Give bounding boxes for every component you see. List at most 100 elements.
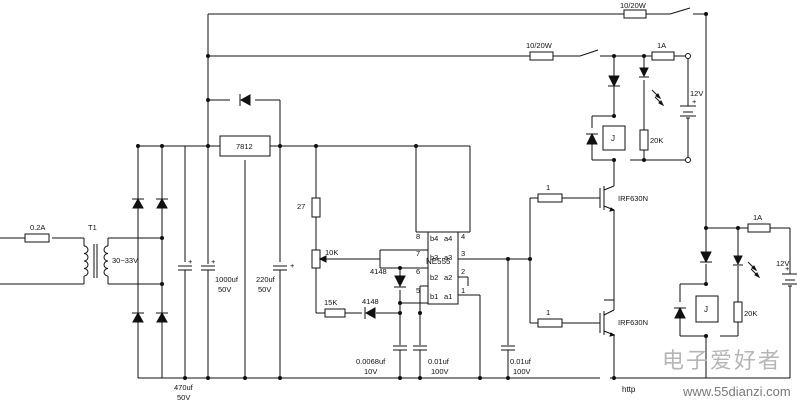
capacitor-0068uf-label: 0.0068uf — [356, 357, 386, 366]
svg-text:b4: b4 — [430, 234, 438, 243]
svg-text:6: 6 — [416, 267, 420, 276]
bridge-diode-1-icon — [132, 197, 144, 209]
input-fuse-label: 0.2A — [30, 223, 45, 232]
diode-4148-b-icon — [364, 307, 376, 319]
watermark: 电子爱好者 www.55dianzi.com http — [622, 349, 791, 399]
svg-text:a3: a3 — [444, 253, 452, 262]
battery-top-icon: + — [680, 97, 697, 119]
wires — [0, 13, 791, 379]
capacitor-001uf-b-icon — [501, 345, 515, 354]
gate-resistor-low — [537, 318, 563, 328]
led-top-icon — [639, 67, 665, 107]
relay-top-label: J — [611, 134, 615, 143]
gate-resistor-low-label: 1 — [546, 308, 550, 317]
capacitor-001uf-a-icon — [413, 345, 427, 354]
fuse-1a-top — [651, 51, 675, 61]
svg-text:2: 2 — [461, 267, 465, 276]
fuse-1a-low-label: 1A — [753, 213, 762, 222]
gate-resistor-top — [537, 193, 563, 203]
resistor-10-20w-mid-label: 10/20W — [526, 41, 553, 50]
capacitor-0068uf-voltage: 10V — [364, 367, 377, 376]
battery-low-label: 12V — [776, 259, 789, 268]
ne555-chip: NE555 b4 a4 b3 a3 b2 a2 b1 a1 8 7 6 5 4 … — [416, 231, 470, 305]
capacitor-0068uf-icon — [393, 345, 407, 354]
gate-resistor-top-label: 1 — [546, 183, 550, 192]
watermark-cn: 电子爱好者 — [662, 349, 782, 374]
mosfet-low-label: IRF630N — [618, 318, 648, 327]
capacitor-1000uf-label: 1000uf — [215, 275, 239, 284]
battery-top-label: 12V — [690, 89, 703, 98]
svg-text:+: + — [785, 264, 790, 273]
mosfet-low-icon — [590, 300, 616, 337]
fuse-1a-top-label: 1A — [657, 41, 666, 50]
svg-text:b1: b1 — [430, 292, 438, 301]
svg-text:8: 8 — [416, 232, 420, 241]
capacitor-001uf-b-label: 0.01uf — [510, 357, 532, 366]
transformer-label: T1 — [88, 223, 97, 232]
svg-text:+: + — [211, 257, 216, 266]
capacitor-001uf-a-label: 0.01uf — [428, 357, 450, 366]
resistor-10-20w-mid — [529, 51, 554, 61]
relay-coil-low — [695, 295, 719, 323]
capacitor-470uf-label: 470uf — [174, 383, 194, 392]
transformer-icon — [83, 244, 109, 278]
capacitor-220uf-label: 220uf — [256, 275, 276, 284]
svg-text:b2: b2 — [430, 273, 438, 282]
capacitor-1000uf-voltage: 50V — [218, 285, 231, 294]
relay-coil-top — [602, 125, 626, 151]
resistor-15k — [324, 308, 346, 318]
capacitor-220uf-icon: + — [272, 261, 295, 271]
capacitor-220uf-voltage: 50V — [258, 285, 271, 294]
freewheel-diode-top-icon — [586, 132, 598, 145]
svg-text:3: 3 — [461, 249, 465, 258]
diode-4148-a-icon — [394, 275, 406, 288]
resistor-15k-label: 15K — [324, 298, 337, 307]
resistor-20k-low-label: 20K — [744, 309, 757, 318]
watermark-logo: http — [622, 385, 636, 394]
watermark-url: www.55dianzi.com — [682, 384, 791, 399]
mosfet-top-icon — [590, 185, 616, 212]
freewheel-diode-low-icon — [674, 306, 686, 319]
series-diode-low-icon — [700, 248, 712, 264]
fuse-1a-low — [747, 223, 771, 233]
capacitor-470uf-voltage: 50V — [177, 393, 190, 402]
svg-text:a2: a2 — [444, 273, 452, 282]
bridge-diode-3-icon — [132, 311, 144, 323]
svg-text:a1: a1 — [444, 292, 452, 301]
relay-switch-mid — [579, 49, 599, 57]
svg-text:7: 7 — [416, 249, 420, 258]
regulator-label: 7812 — [236, 142, 253, 151]
svg-text:5: 5 — [416, 286, 420, 295]
potentiometer-label: 10K — [325, 248, 338, 257]
resistor-20k-top — [639, 129, 649, 151]
resistor-27-label: 27 — [297, 202, 305, 211]
potentiometer-10k — [311, 249, 321, 269]
mosfet-top-label: IRF630N — [618, 194, 648, 203]
input-fuse — [24, 233, 50, 243]
bridge-diode-2-icon — [156, 197, 168, 209]
secondary-voltage-label: 30~33V — [112, 256, 138, 265]
svg-text:1: 1 — [461, 286, 465, 295]
svg-text:+: + — [290, 261, 295, 270]
capacitor-001uf-a-voltage: 100V — [431, 367, 449, 376]
ne555-label: NE555 — [426, 257, 451, 266]
resistor-10-20w-top — [623, 9, 647, 19]
capacitor-001uf-b-voltage: 100V — [513, 367, 531, 376]
resistor-20k-low — [733, 301, 743, 323]
regulator-7812 — [219, 135, 271, 157]
svg-text:4: 4 — [461, 232, 465, 241]
diode-4148-a-label: 4148 — [370, 267, 387, 276]
svg-text:a4: a4 — [444, 234, 452, 243]
led-low-icon — [733, 255, 761, 279]
bridge-diode-4-icon — [156, 311, 168, 323]
series-diode-top-icon — [608, 68, 620, 88]
resistor-27 — [311, 197, 321, 218]
diode-4148-b-label: 4148 — [362, 297, 379, 306]
battery-low-icon: + — [782, 264, 797, 287]
relay-low-label: J — [704, 305, 708, 314]
capacitor-1000uf-icon: + — [200, 257, 216, 271]
protection-diode-icon — [239, 94, 251, 106]
svg-text:+: + — [188, 257, 193, 266]
relay-switch-top — [669, 7, 691, 15]
